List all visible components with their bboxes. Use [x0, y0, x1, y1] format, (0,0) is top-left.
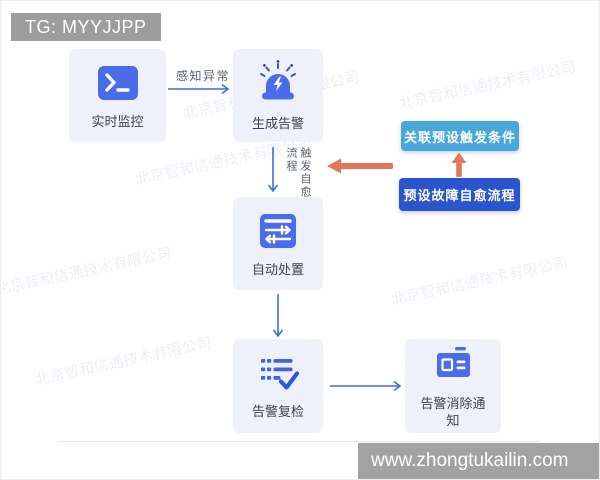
trigger-condition-button: 关联预设触发条件 — [401, 121, 519, 151]
node-label: 告警复检 — [251, 404, 304, 419]
alarm-siren-icon — [255, 59, 301, 106]
node-generate-alert: 生成告警 — [233, 49, 323, 142]
node-label: 自动处置 — [251, 261, 304, 277]
arrow-alert-to-auto — [267, 147, 279, 195]
background-watermark: 北京智和信通技术有限公司 — [397, 58, 578, 113]
arrow-monitor-to-alert — [168, 81, 232, 95]
site-url-watermark: www.zhongtukailin.com — [358, 443, 599, 479]
node-auto-handling: 自动处置 — [233, 197, 323, 290]
arrow-preset-to-condition — [450, 152, 468, 178]
node-label: 实时监控 — [91, 113, 144, 129]
node-realtime-monitoring: 实时监控 — [69, 49, 166, 142]
arrow-recheck-to-notice — [330, 378, 404, 392]
background-watermark: 北京智和信通技术有限公司 — [0, 244, 174, 299]
sliders-icon — [255, 210, 301, 252]
divider-line — [58, 441, 540, 442]
terminal-icon — [95, 62, 141, 104]
background-watermark: 北京智和信通技术有限公司 — [33, 334, 214, 389]
edge-label-perceive-anomaly: 感知异常 — [176, 69, 231, 83]
node-alert-recheck: 告警复检 — [233, 339, 323, 433]
node-label: 告警消除通知 — [420, 395, 486, 428]
node-alert-cleared-notice: 告警消除通知 — [405, 339, 501, 433]
tg-badge: TG: MYYJJPP — [11, 13, 161, 41]
edge-label-trigger-selfheal: 触发自愈流程 — [285, 147, 311, 199]
arrow-auto-to-recheck — [272, 294, 284, 340]
arrow-selfheal-to-flow — [326, 157, 396, 175]
notification-card-icon — [430, 344, 476, 386]
background-watermark: 北京智和信通技术有限公司 — [389, 254, 570, 309]
checklist-check-icon — [255, 352, 301, 394]
node-label: 生成告警 — [251, 115, 304, 131]
preset-selfheal-flow-button: 预设故障自愈流程 — [399, 178, 520, 211]
